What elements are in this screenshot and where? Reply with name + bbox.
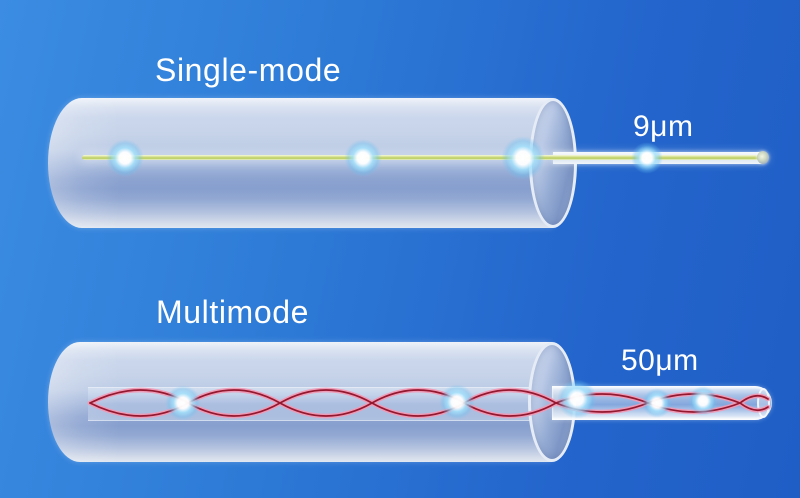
- multimode-title: Multimode: [156, 294, 310, 330]
- single-mode-cladding-cylinder: [48, 98, 553, 228]
- multimode-cap-highlight: [48, 342, 120, 462]
- multimode-core-diameter-label: 50μm: [621, 344, 699, 377]
- single-mode-cap-highlight: [48, 98, 120, 228]
- single-mode-core-diameter-label: 9μm: [633, 110, 694, 143]
- multimode-light-rays: [87, 387, 771, 419]
- single-mode-light-ray: [82, 155, 766, 160]
- single-mode-title: Single-mode: [155, 52, 342, 88]
- single-mode-core-tip: [757, 151, 769, 164]
